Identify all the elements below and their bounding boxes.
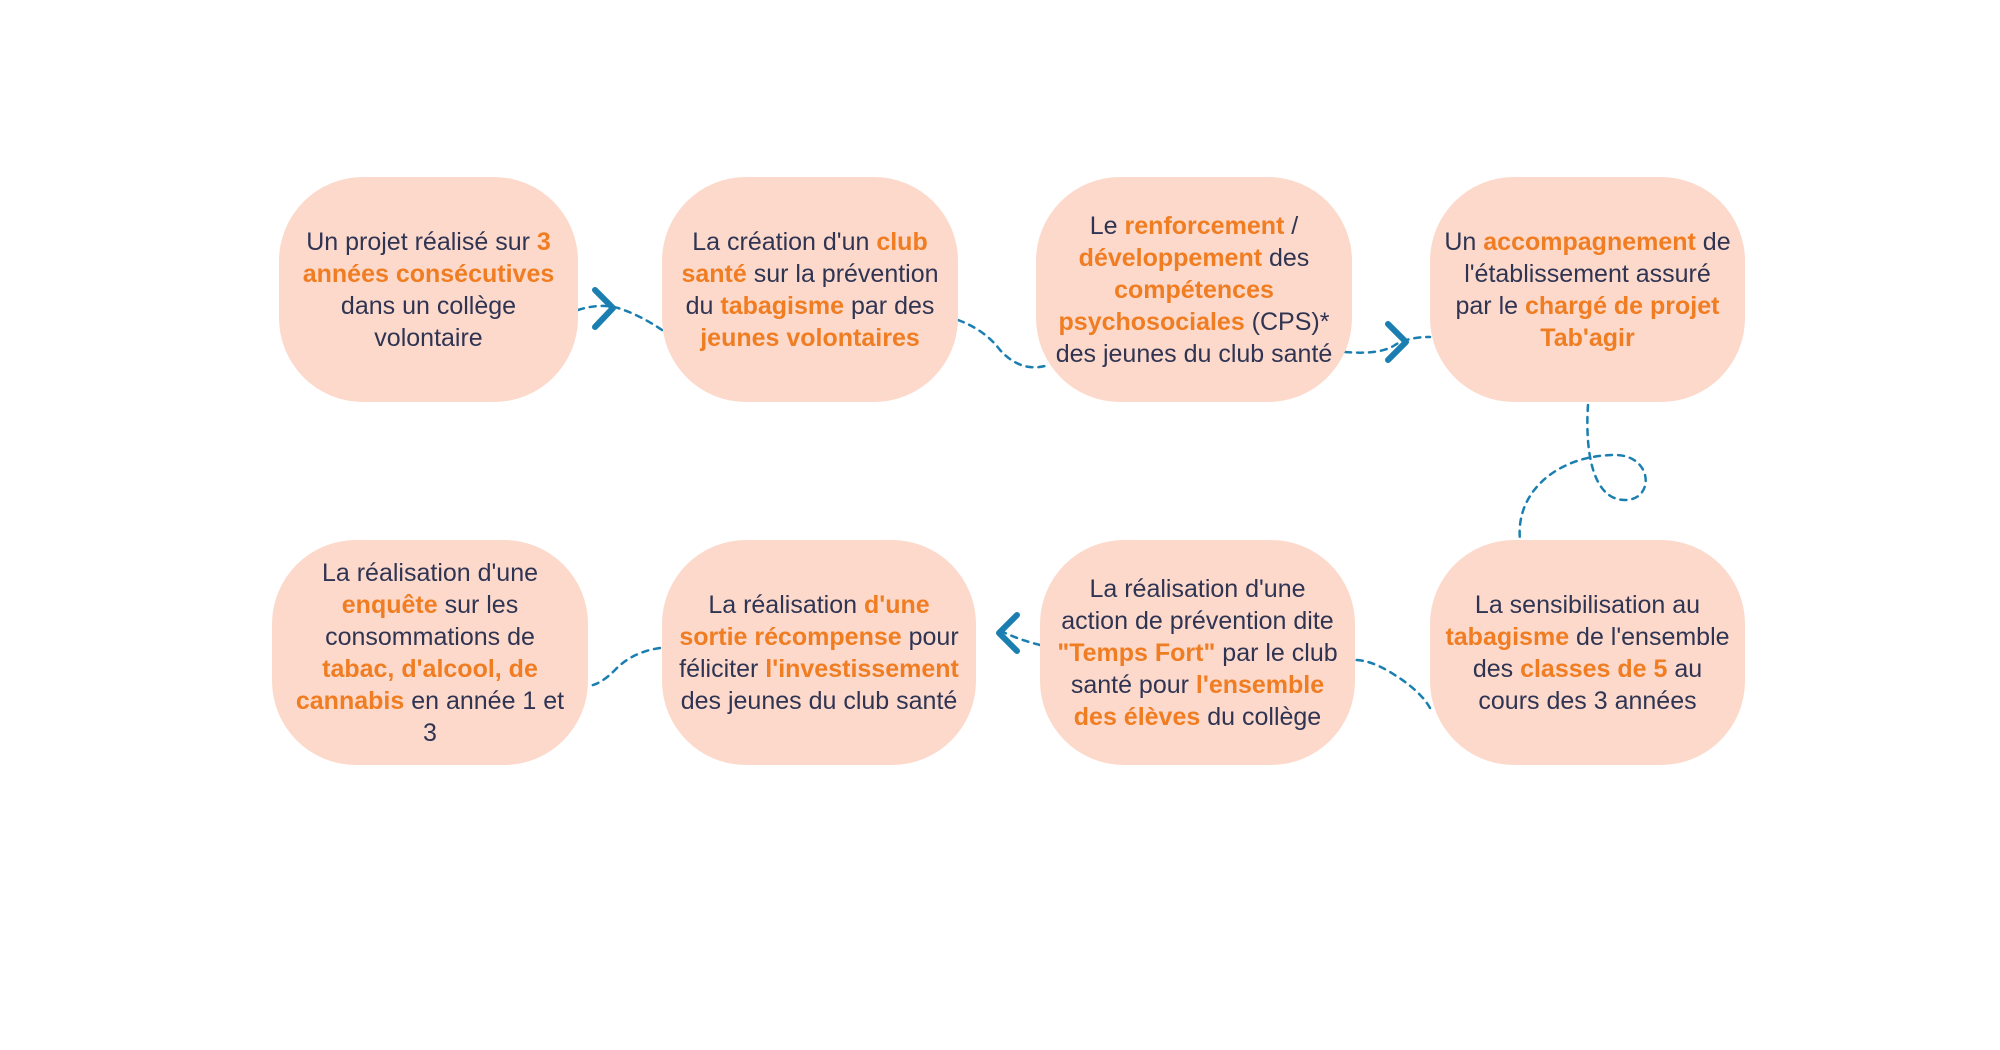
step-4-text: Un accompagnement de l'établissement ass…	[1444, 226, 1731, 354]
body-text: La réalisation d'une	[321, 558, 539, 587]
body-text: sur la prévention du	[685, 259, 939, 320]
step-6-text: La réalisation d'une action de préventio…	[1054, 573, 1341, 733]
step-7-box: La réalisation d'une sortie récompense p…	[662, 540, 976, 765]
highlighted-text: tabagisme	[1445, 622, 1570, 651]
body-text: des	[1262, 243, 1310, 272]
body-text: dans un collège volontaire	[340, 291, 517, 352]
highlighted-text: d'une sortie récompense	[679, 590, 930, 651]
body-text: Un projet réalisé sur	[306, 227, 537, 256]
chevron-left-icon	[996, 612, 1020, 654]
step-1-text: Un projet réalisé sur 3 années consécuti…	[293, 226, 564, 354]
body-text: sur les consommations de	[325, 590, 535, 651]
step-3-text: Le renforcement / développement des comp…	[1050, 210, 1338, 370]
step-1-box: Un projet réalisé sur 3 années consécuti…	[279, 177, 578, 402]
highlighted-text: "Temps Fort"	[1057, 638, 1216, 667]
body-text: au cours des 3 années	[1478, 654, 1703, 715]
highlighted-text: compétences psychosociales	[1058, 275, 1274, 336]
body-text: de l'établissement assuré par le	[1455, 227, 1731, 320]
step-2-text: La création d'un club santé sur la préve…	[676, 226, 944, 354]
step-3-box: Le renforcement / développement des comp…	[1036, 177, 1352, 402]
connector-3-4	[1343, 335, 1432, 354]
connector-7-8	[586, 646, 662, 688]
body-text: (CPS)* des jeunes du club santé	[1055, 307, 1333, 368]
step-5-text: La sensibilisation au tabagisme de l'ens…	[1444, 589, 1731, 717]
body-text: des jeunes du club santé	[680, 686, 958, 715]
highlighted-text: classes de 5	[1520, 654, 1668, 683]
step-8-box: La réalisation d'une enquête sur les con…	[272, 540, 588, 765]
highlighted-text: l'ensemble des élèves	[1073, 670, 1325, 731]
step-2-box: La création d'un club santé sur la préve…	[662, 177, 958, 402]
chevron-right-icon	[592, 287, 616, 330]
body-text: de l'ensemble des	[1472, 622, 1730, 683]
body-text: du collège	[1200, 702, 1322, 731]
highlighted-text: chargé de projet Tab'agir	[1524, 291, 1720, 352]
highlighted-text: 3 années consécutives	[302, 227, 555, 288]
highlighted-text: l'investissement	[765, 654, 959, 683]
step-8-text: La réalisation d'une enquête sur les con…	[286, 557, 574, 749]
step-6-box: La réalisation d'une action de préventio…	[1040, 540, 1355, 765]
body-text: /	[1284, 211, 1299, 240]
step-4-box: Un accompagnement de l'établissement ass…	[1430, 177, 1745, 402]
highlighted-text: tabagisme	[720, 291, 845, 320]
connector-1-2	[576, 304, 664, 332]
connector-6-7	[1001, 630, 1042, 647]
body-text: La création d'un	[692, 227, 877, 256]
highlighted-text: renforcement	[1124, 211, 1285, 240]
connector-5-6	[1353, 658, 1432, 710]
body-text: La sensibilisation au	[1474, 590, 1701, 619]
connector-4-5	[1518, 403, 1647, 542]
body-text: Le	[1089, 211, 1125, 240]
body-text: Un	[1444, 227, 1484, 256]
body-text: par le club santé pour	[1070, 638, 1338, 699]
highlighted-text: club santé	[681, 227, 928, 288]
step-5-box: La sensibilisation au tabagisme de l'ens…	[1430, 540, 1745, 765]
highlighted-text: enquête	[341, 590, 438, 619]
step-7-text: La réalisation d'une sortie récompense p…	[676, 589, 962, 717]
body-text: pour féliciter	[679, 622, 959, 683]
body-text: par des	[844, 291, 935, 320]
highlighted-text: tabac, d'alcool, de cannabis	[295, 654, 538, 715]
body-text: La réalisation	[708, 590, 864, 619]
body-text: en année 1 et 3	[404, 686, 565, 747]
chevron-right-icon	[1385, 321, 1409, 363]
highlighted-text: jeunes volontaires	[700, 323, 920, 352]
body-text: La réalisation d'une action de préventio…	[1061, 574, 1334, 635]
highlighted-text: accompagnement	[1483, 227, 1696, 256]
connector-2-3	[956, 318, 1047, 369]
highlighted-text: développement	[1078, 243, 1263, 272]
